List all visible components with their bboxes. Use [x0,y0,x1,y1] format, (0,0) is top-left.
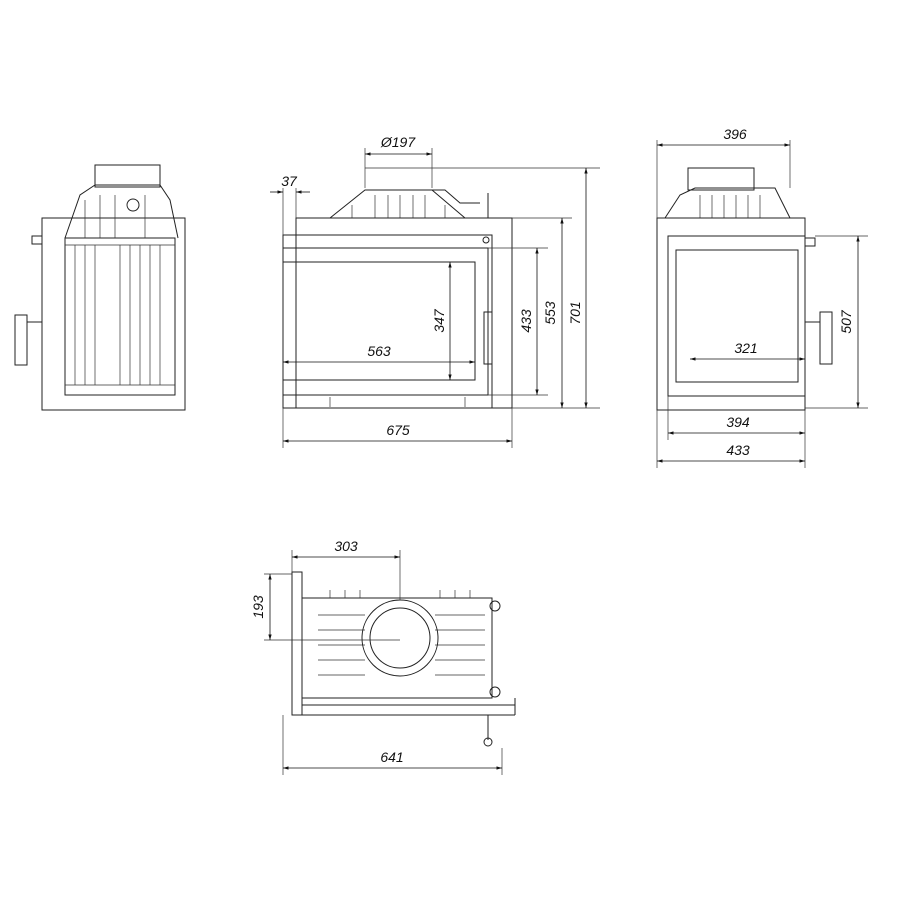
dim-glass-height: 347 [431,308,447,333]
top-view: 303 193 641 [250,538,516,775]
dim-side-offset: 37 [281,173,298,189]
dim-body-height: 553 [542,301,558,325]
dim-flue-depth: 193 [250,595,266,619]
dim-flue-diameter: Ø197 [380,134,416,150]
handle-icon [819,311,833,365]
dim-side-glass-width: 321 [734,340,757,356]
dim-door-width: 394 [726,414,750,430]
dim-total-width: 675 [386,422,410,438]
dim-top-depth: 396 [723,126,747,142]
dim-total-height: 701 [567,301,583,324]
dim-side-height: 507 [838,309,854,334]
dim-top-width: 641 [380,749,403,765]
right-side-view: 396 321 507 394 433 [656,126,868,468]
dim-flue-offset: 303 [334,538,358,554]
dim-glass-width: 563 [367,343,391,359]
handle-icon [14,314,28,366]
front-view: Ø197 37 347 563 433 553 701 675 [270,134,600,448]
dim-total-depth: 433 [726,442,750,458]
left-side-view [14,164,186,411]
door-handle-icon [483,311,493,365]
dim-door-height: 433 [518,309,534,333]
